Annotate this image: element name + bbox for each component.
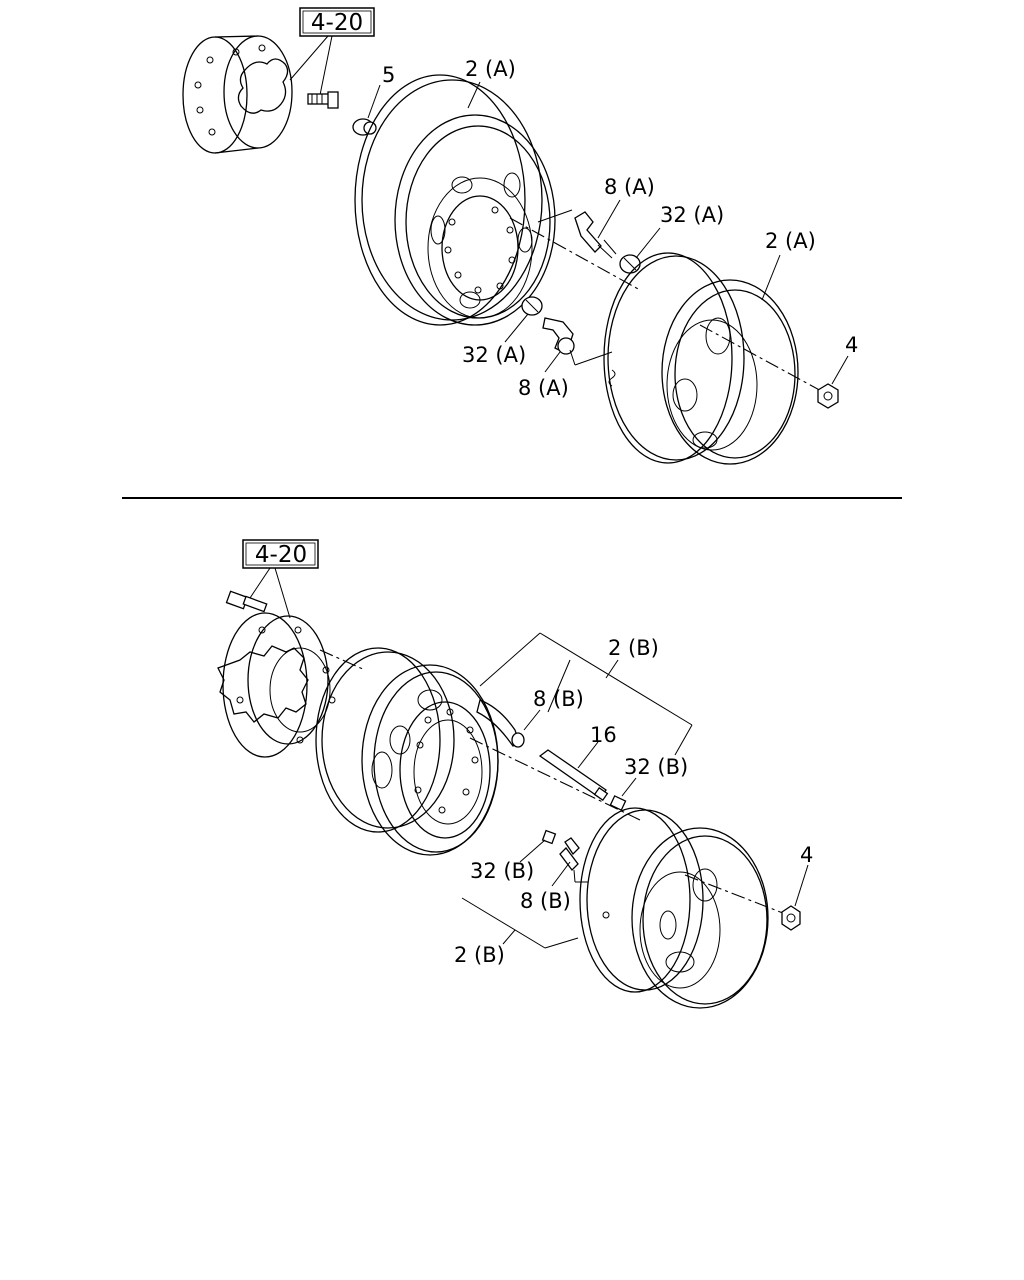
bottom-section: 4-20 (217, 539, 813, 1009)
label-part-2b-lower: 2 (B) (454, 943, 505, 967)
label-part-8a-lower: 8 (A) (518, 376, 569, 400)
label-part-4-bottom: 4 (800, 843, 813, 867)
nut-part-4-top (817, 383, 839, 409)
valve-8a-lower (542, 317, 575, 355)
label-part-2a-right: 2 (A) (765, 229, 816, 253)
label-part-32b-lower: 32 (B) (470, 859, 534, 883)
label-part-4-top: 4 (845, 333, 858, 357)
nut-part-4-bottom (781, 905, 801, 931)
ref-box-label: 4-20 (311, 10, 363, 36)
hub-top (182, 35, 293, 154)
cap-32a-upper (619, 254, 641, 274)
label-part-8b-upper: 8 (B) (533, 687, 584, 711)
label-part-32a-upper: 32 (A) (660, 203, 724, 227)
cap-32b-upper (609, 795, 627, 811)
cap-32a-lower (521, 296, 543, 316)
valve-8b-upper (476, 699, 525, 748)
label-part-8b-lower: 8 (B) (520, 889, 571, 913)
label-part-16: 16 (590, 723, 617, 747)
valve-8a-upper (574, 211, 617, 259)
valve-8b-lower (559, 837, 580, 871)
label-part-2b-upper: 2 (B) (608, 636, 659, 660)
label-part-32a-lower: 32 (A) (462, 343, 526, 367)
hub-bottom (217, 612, 336, 758)
wheel-2b-lower (579, 807, 769, 1009)
ref-box-4-20-top[interactable]: 4-20 (299, 7, 375, 37)
hub-bolt-bottom (225, 590, 268, 613)
valve-extension-part-16 (538, 749, 609, 802)
label-part-2a-upper: 2 (A) (465, 57, 516, 81)
wheel-2b-upper (315, 647, 499, 856)
label-part-5: 5 (382, 63, 395, 87)
inner-nut-part-5 (352, 118, 377, 136)
ref-box-4-20-bottom[interactable]: 4-20 (242, 539, 319, 569)
top-section: 4-20 5 (182, 7, 858, 465)
label-part-32b-upper: 32 (B) (624, 755, 688, 779)
wheel-2a-right (603, 252, 799, 465)
ref-box-label-bottom: 4-20 (255, 542, 307, 568)
hub-bolt-top (307, 91, 339, 109)
cap-32b-lower (541, 829, 557, 845)
wheel-2a-upper (354, 74, 556, 326)
label-part-8a-upper: 8 (A) (604, 175, 655, 199)
